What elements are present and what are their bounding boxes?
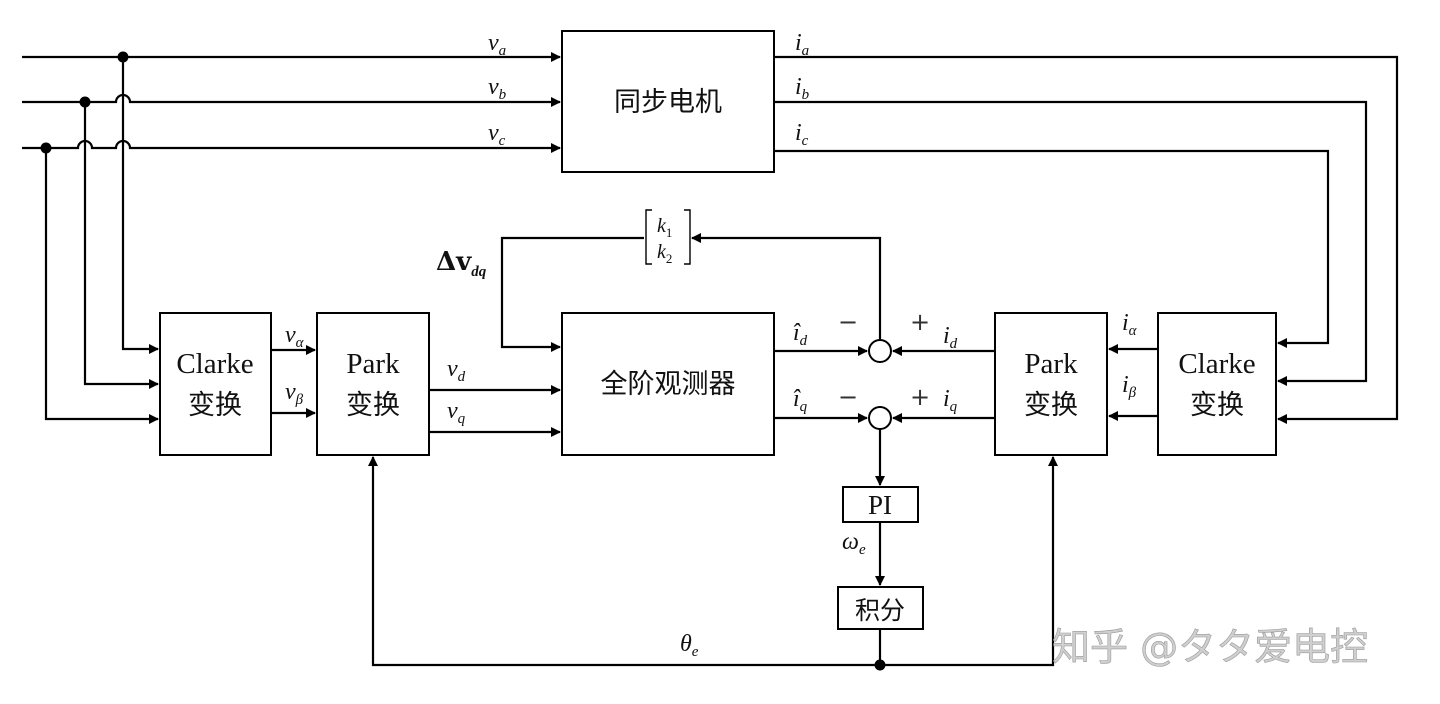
gain-k1: k bbox=[657, 215, 667, 237]
svg-text:k1: k1 bbox=[657, 215, 672, 240]
va-tap bbox=[121, 57, 159, 354]
label-v-alpha: vα bbox=[285, 322, 305, 351]
sign-q-plus: + bbox=[910, 383, 930, 411]
integrator-label: 积分 bbox=[855, 596, 905, 625]
label-iq-hat: îq bbox=[793, 386, 808, 415]
motor-block: 同步电机 bbox=[561, 30, 775, 173]
theta-to-park-right bbox=[880, 456, 1058, 667]
label-theta: θe bbox=[680, 631, 699, 660]
watermark: 知乎 @タタ爱电控 bbox=[1052, 625, 1368, 669]
label-ia: ia bbox=[795, 30, 809, 59]
junction-dot-a bbox=[117, 51, 129, 63]
integrator-block: 积分 bbox=[837, 586, 924, 630]
current-lines bbox=[774, 55, 1399, 424]
error-to-gain-line bbox=[691, 233, 882, 340]
junction-dot-b bbox=[79, 96, 91, 108]
clarke-left-label-1: Clarke bbox=[176, 348, 253, 380]
label-v-beta: vβ bbox=[285, 379, 304, 408]
clarke-right-label-2: 变换 bbox=[1190, 390, 1244, 421]
clarke-left-block: Clarke 变换 bbox=[159, 312, 272, 456]
park-right-label-2: 变换 bbox=[1024, 390, 1078, 421]
label-iq: iq bbox=[943, 386, 958, 415]
label-vc: vc bbox=[488, 120, 506, 149]
label-ib: ib bbox=[795, 74, 810, 103]
ia-line bbox=[774, 55, 1399, 424]
vc-tap bbox=[44, 148, 159, 424]
observer-block: 全阶观测器 bbox=[561, 312, 775, 456]
pi-label: PI bbox=[868, 490, 892, 520]
label-va: va bbox=[488, 30, 506, 59]
label-id: id bbox=[943, 323, 958, 352]
clarke-right-label-1: Clarke bbox=[1178, 348, 1255, 380]
sign-q-minus: − bbox=[838, 383, 858, 411]
ic-line bbox=[774, 149, 1330, 348]
label-i-alpha: iα bbox=[1122, 310, 1138, 339]
park-left-label-2: 变换 bbox=[346, 390, 400, 421]
observer-label: 全阶观测器 bbox=[601, 369, 736, 400]
gain-k2: k bbox=[657, 241, 667, 263]
park-left-block: Park 变换 bbox=[316, 312, 430, 456]
vc-line bbox=[22, 139, 561, 153]
delta-v-line bbox=[500, 236, 644, 352]
park-left-label-1: Park bbox=[346, 348, 400, 380]
label-omega: ωe bbox=[842, 529, 866, 558]
ib-line bbox=[774, 100, 1368, 386]
clarke-right-block: Clarke 变换 bbox=[1157, 312, 1277, 456]
label-id-hat: îd bbox=[793, 320, 808, 349]
label-vb: vb bbox=[488, 74, 507, 103]
label-vq: vq bbox=[447, 398, 466, 427]
voltage-lines bbox=[22, 51, 561, 424]
pi-block: PI bbox=[842, 486, 919, 523]
label-delta-v: Δvdq bbox=[436, 247, 487, 280]
motor-label: 同步电机 bbox=[614, 87, 722, 118]
park-right-label-1: Park bbox=[1024, 348, 1078, 380]
park-right-block: Park 变换 bbox=[994, 312, 1108, 456]
theta-junction-dot bbox=[874, 659, 886, 671]
theta-to-park-left bbox=[368, 456, 880, 667]
label-i-beta: iβ bbox=[1122, 372, 1137, 401]
vb-tap bbox=[83, 102, 159, 389]
junction-dot-c bbox=[40, 142, 52, 154]
sign-d-plus: + bbox=[910, 308, 930, 336]
label-vd: vd bbox=[447, 356, 466, 385]
gain-matrix: k1 k2 bbox=[645, 209, 691, 266]
sign-d-minus: − bbox=[838, 308, 858, 336]
svg-text:k2: k2 bbox=[657, 241, 672, 266]
clarke-left-label-2: 变换 bbox=[188, 390, 242, 421]
vb-line bbox=[22, 93, 561, 107]
sum-junction-q bbox=[868, 406, 892, 430]
sum-junction-d bbox=[868, 339, 892, 363]
label-ic: ic bbox=[795, 120, 809, 149]
